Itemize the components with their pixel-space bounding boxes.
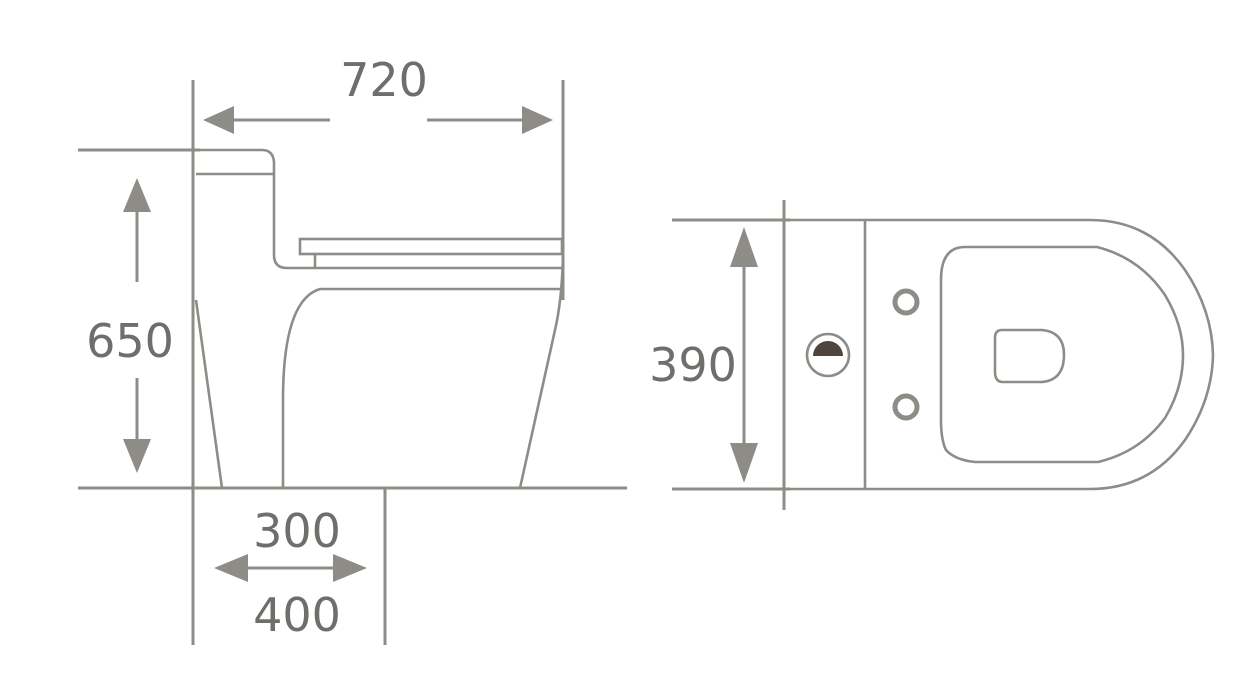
hinge-hole-top-icon bbox=[892, 288, 920, 316]
arrow-right-icon bbox=[522, 106, 553, 134]
flush-button-icon bbox=[813, 341, 843, 356]
rough-in-inner-label: 300 bbox=[253, 504, 341, 558]
flush-button-ring bbox=[805, 332, 851, 378]
arrow-down-icon bbox=[123, 439, 151, 473]
height-label: 650 bbox=[86, 314, 174, 368]
seat-outline bbox=[939, 245, 1185, 464]
width-label: 720 bbox=[340, 53, 428, 107]
top-outer-outline bbox=[784, 218, 1215, 491]
bowl-inner-outline bbox=[281, 287, 562, 488]
arrow-left-icon bbox=[214, 554, 248, 582]
arrow-left-icon bbox=[203, 106, 234, 134]
hinge-hole-bottom-icon bbox=[892, 393, 920, 421]
arrow-up-icon bbox=[730, 227, 758, 267]
tank-outline bbox=[196, 148, 562, 270]
side-view: 720 650 300 400 bbox=[78, 53, 627, 645]
depth-label: 390 bbox=[649, 338, 737, 392]
arrow-up-icon bbox=[123, 178, 151, 212]
arrow-right-icon bbox=[333, 554, 367, 582]
seat-lid bbox=[298, 237, 564, 256]
rough-in-outer-label: 400 bbox=[253, 588, 341, 642]
body-front-left bbox=[194, 299, 224, 489]
arrow-down-icon bbox=[730, 443, 758, 483]
drain-outline bbox=[993, 328, 1066, 384]
body-back-outline bbox=[518, 254, 565, 489]
top-view: 390 bbox=[649, 200, 1215, 510]
